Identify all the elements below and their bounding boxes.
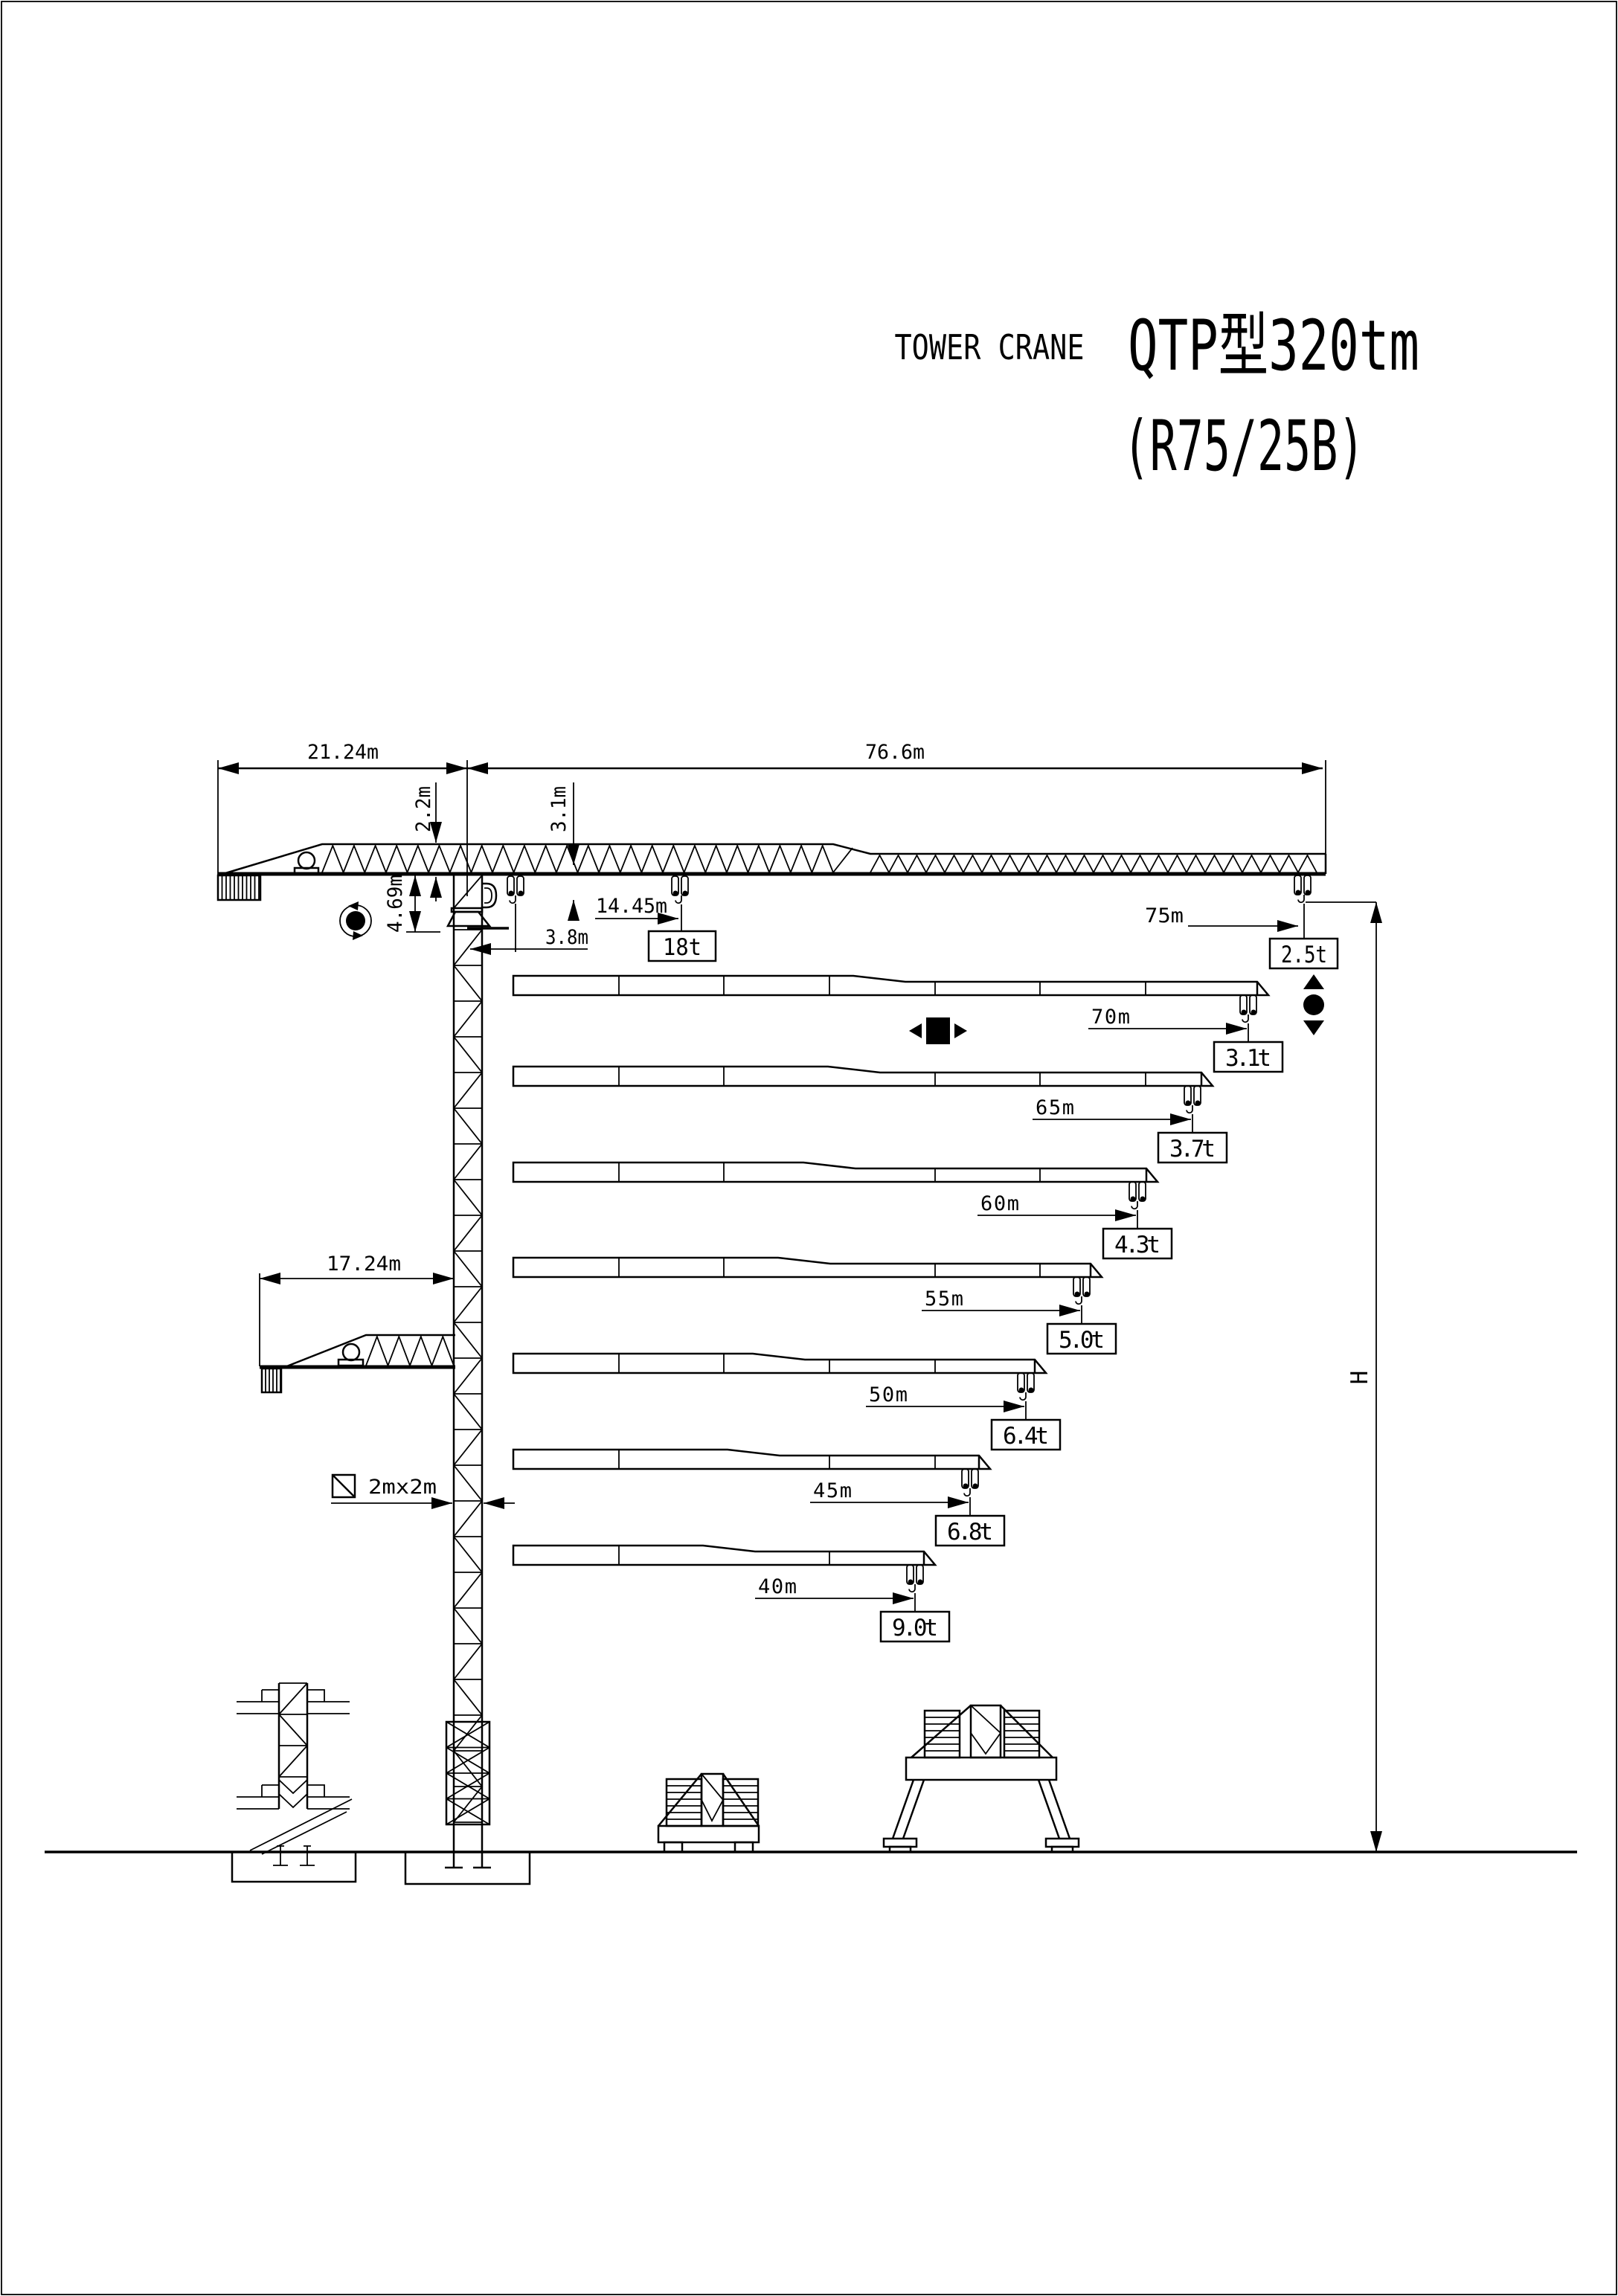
dim-label-head-height: 4.69m (384, 875, 407, 933)
short-jib-lattice (365, 1334, 455, 1368)
dim-label-max-cap-radius: 14.45m (596, 895, 667, 918)
hoist-up-down-icon (1303, 974, 1324, 1035)
load-label-75m: 2.5t (1281, 942, 1327, 968)
access-ramp-lines (249, 1798, 353, 1855)
slewing-rotation-icon (339, 901, 372, 940)
tower-head (446, 875, 509, 1868)
svg-text:6.8t: 6.8t (947, 1519, 993, 1546)
chart-row-40m: 40m 9.0t (512, 1544, 951, 1643)
chart-row-65m: 65m 3.7t (512, 1065, 1228, 1164)
max-load-box (647, 930, 717, 962)
base-beam (657, 1824, 760, 1844)
chart-row-70m: 70m 3.1t (512, 974, 1284, 1073)
svg-text:60m: 60m (980, 1192, 1019, 1215)
undercarriage-small (657, 1772, 760, 1853)
detail-dimensions: 2.2m 3.1m 4.69m 3.8m 14.45m (384, 782, 678, 955)
head-brace (453, 875, 483, 909)
short-jib-counterweight-hatch (265, 1369, 281, 1392)
foundation-block-right (404, 1850, 531, 1885)
trolley-18t (671, 875, 689, 931)
trolley-tip (1294, 875, 1312, 939)
chart-row-45m: 45m 6.8t (512, 1448, 1006, 1547)
motion-symbols (339, 901, 1324, 1044)
chart-row-50m: 50m 6.4t (512, 1352, 1062, 1451)
wall-tie-top-right (307, 1689, 350, 1714)
dim-label-main-jib: 76.6m (865, 741, 925, 764)
svg-text:6.4t: 6.4t (1003, 1423, 1049, 1450)
main-jib-truss (216, 843, 1327, 901)
gantry-legs (891, 1779, 1071, 1839)
max-load-label: 18t (663, 934, 702, 961)
svg-text:50m: 50m (869, 1383, 908, 1406)
jib-top-chord (217, 843, 1327, 877)
chart-row-60m: 60m 4.3t (512, 1161, 1173, 1260)
climbing-sleeve-lattice (446, 1721, 490, 1825)
wall-tie-top-left (237, 1689, 280, 1714)
trolley-travel-icon (909, 1017, 967, 1044)
hoist-winch (297, 851, 316, 870)
gantry-beam (905, 1756, 1058, 1781)
short-jib-winch-base (337, 1358, 365, 1367)
section-symbol (331, 1473, 356, 1499)
title-block: TOWER CRANE QTP型320tm (R75/25B) (895, 306, 1420, 487)
svg-text:70m: 70m (1091, 1006, 1130, 1029)
svg-text:45m: 45m (813, 1479, 852, 1502)
top-dimensions: 21.24m 76.6m (217, 741, 1326, 896)
load-chart-rows: 70m 3.1t 65m 3.7t 60m (512, 974, 1284, 1643)
height-dimension: H (1306, 901, 1382, 1852)
jib-lattice-shallow (870, 854, 1317, 874)
dim-label-short-jib: 17.24m (327, 1252, 401, 1276)
svg-text:9.0t: 9.0t (892, 1615, 938, 1641)
dim-label-min-radius: 3.8m (545, 926, 588, 949)
jib-lattice-deep (321, 843, 834, 875)
trolley-inner (507, 875, 524, 952)
svg-text:5.0t: 5.0t (1059, 1327, 1105, 1354)
section-symbol-diagonal (332, 1474, 356, 1498)
hook-icon (1297, 895, 1305, 904)
counterweight-hatch (221, 875, 260, 900)
svg-text:3.1t: 3.1t (1225, 1045, 1271, 1072)
tower-mast (445, 929, 491, 1869)
anchor-bolts (273, 1845, 315, 1866)
short-jib-top-chord (284, 1334, 455, 1369)
mast-lattice (453, 929, 483, 1823)
load-box-75m (1268, 937, 1339, 970)
svg-text:4.3t: 4.3t (1114, 1232, 1160, 1258)
svg-text:55m: 55m (925, 1287, 963, 1311)
radius-label-75m: 75m (1145, 904, 1184, 927)
page-title: TOWER CRANE (895, 327, 1085, 367)
hoist-winch-base (293, 866, 320, 875)
dim-label-jib-depth: 2.2m (412, 786, 435, 832)
counterweight-block (216, 874, 262, 901)
operator-cab (482, 882, 498, 909)
h-dim-label: H (1346, 1371, 1373, 1385)
variant-title: (R75/25B) (1123, 406, 1365, 487)
slewing-pedestal (446, 910, 492, 927)
svg-text:3.7t: 3.7t (1169, 1136, 1216, 1163)
wall-tie-bottom-right (307, 1784, 350, 1810)
dim-label-root-depth: 3.1m (548, 786, 571, 832)
chart-row-55m: 55m 5.0t (512, 1256, 1117, 1355)
short-jib-counterweight (260, 1367, 283, 1394)
jib-trolleys: 18t 75m 2.5t (507, 875, 1339, 970)
dim-label-counter-jib: 21.24m (307, 741, 379, 764)
hook-icon (675, 895, 682, 904)
model-title: QTP型320tm (1128, 306, 1419, 387)
cab-window (484, 887, 492, 904)
wall-tie-bottom-left (237, 1784, 280, 1810)
short-counter-jib: 17.24m (259, 1252, 455, 1394)
hook-icon (509, 895, 516, 904)
jib-transition-brace (832, 847, 853, 873)
undercarriage-gantry (882, 1704, 1080, 1853)
short-jib-winch (341, 1342, 361, 1362)
mast-section-note: 2mx2m (331, 1473, 515, 1509)
anchored-mast-piece (237, 1682, 353, 1855)
ground-and-foundations (45, 1682, 1577, 1885)
svg-text:65m: 65m (1036, 1096, 1074, 1119)
foundation-block-left (231, 1850, 357, 1883)
svg-text:40m: 40m (758, 1575, 797, 1598)
mast-section-label: 2mx2m (368, 1476, 437, 1499)
